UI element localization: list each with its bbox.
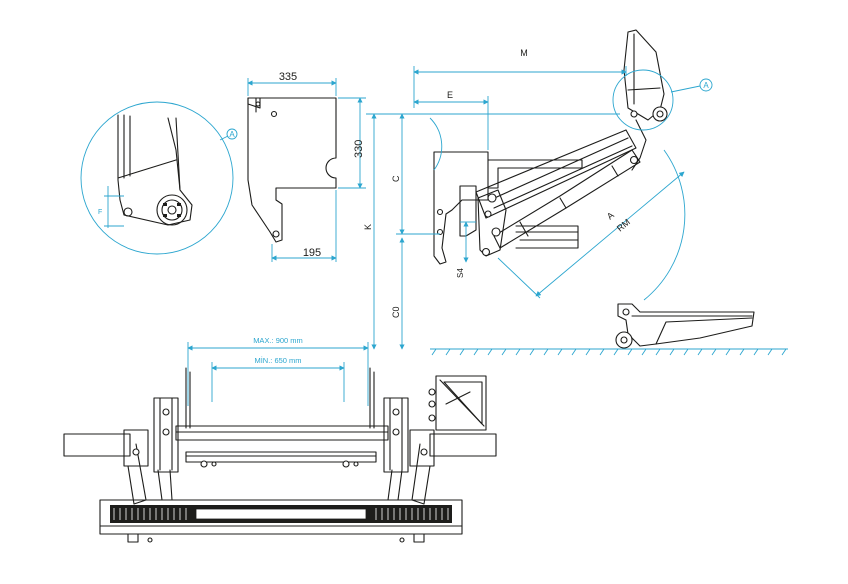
- hydraulic-cylinder: [493, 149, 641, 249]
- right-beam: [429, 433, 497, 457]
- dim-c0-label: C0: [391, 306, 401, 318]
- plate-width-bottom-label: 195: [303, 247, 321, 259]
- max-width-label: MAX.: 900 mm: [253, 336, 303, 345]
- dim-rm-label: RM: [615, 217, 632, 234]
- side-view: A M E K C C0 S4: [363, 29, 788, 356]
- detail-a-circle: [80, 101, 234, 255]
- plate-height-label: 330: [353, 140, 365, 158]
- front-view: MAX.: 900 mm MİN.: 650 mm: [63, 336, 497, 543]
- dim-k-label: K: [363, 224, 373, 230]
- mounting-plate-view: 335 330 195: [247, 71, 366, 262]
- dim-f-label: F: [98, 209, 102, 216]
- bucket-raised: [623, 29, 665, 121]
- detail-a-side-marker: A: [703, 81, 709, 90]
- dim-e-label: E: [447, 90, 453, 100]
- boom-arm: [475, 129, 637, 219]
- sweeper-body: [99, 499, 463, 535]
- crossbar: [175, 425, 389, 441]
- dim-c-label: C: [391, 175, 401, 182]
- reach-arc: [643, 149, 686, 301]
- mounting-plate-outline: [247, 97, 337, 243]
- dim-a-label: A: [605, 210, 616, 222]
- bucket-lowered: [617, 303, 755, 347]
- detail-a-marker-label: A: [229, 130, 235, 139]
- dim-m-label: M: [520, 48, 528, 58]
- left-beam: [63, 433, 131, 457]
- detail-a-view: A F: [80, 101, 238, 255]
- dim-s4-label: S4: [456, 268, 465, 278]
- min-width-label: MİN.: 650 mm: [254, 356, 301, 365]
- plate-width-top-label: 335: [279, 71, 297, 83]
- detail-a-marker: [226, 128, 238, 140]
